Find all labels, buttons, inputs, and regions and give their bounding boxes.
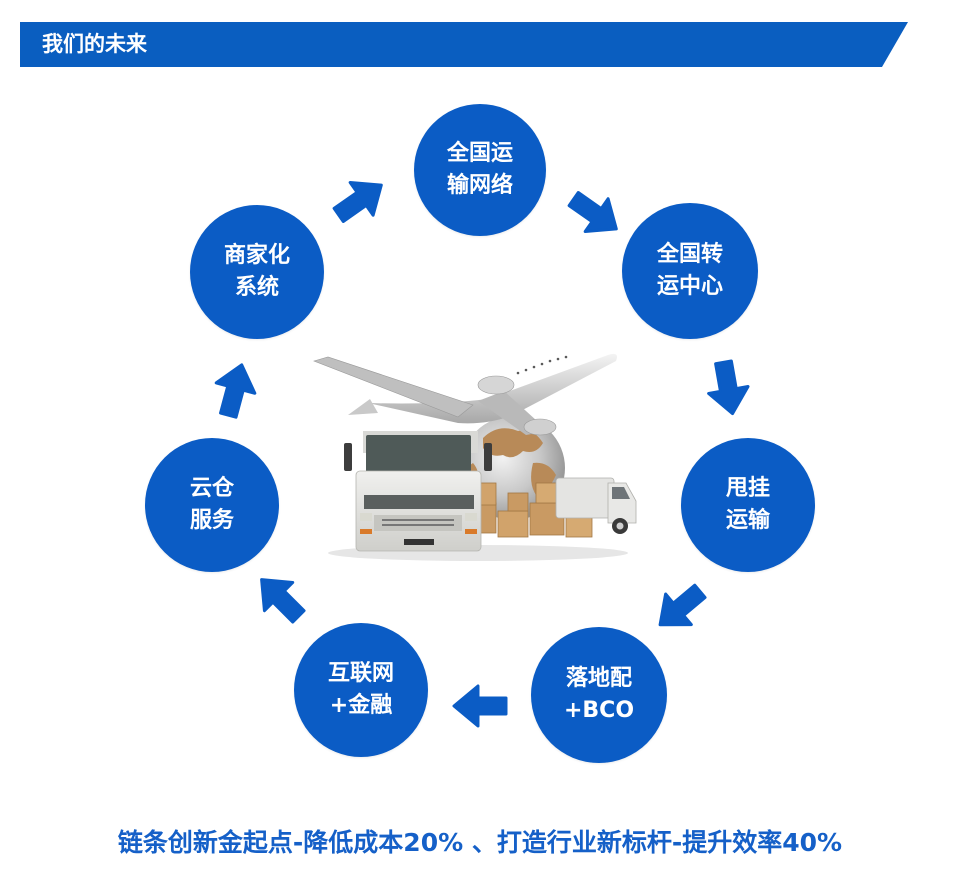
node-internet-finance: 互联网 +金融 — [294, 623, 428, 757]
node-label-line2: 系统 — [234, 275, 279, 300]
section-header-bar: 我们的未来 — [20, 22, 908, 67]
node-label-line2: 输网络 — [446, 173, 513, 198]
node-label-line2: +BCO — [563, 698, 635, 723]
arrow-up-left-icon — [242, 560, 318, 636]
arrow-up-right-icon — [322, 163, 399, 237]
node-last-mile-bco: 落地配 +BCO — [531, 627, 667, 763]
node-merchant-system: 商家化 系统 — [190, 205, 324, 339]
arrow-down-right-icon — [557, 177, 634, 251]
header-bar-shape — [20, 22, 908, 67]
page-title: 我们的未来 — [42, 32, 147, 56]
node-national-transfer-center: 全国转 运中心 — [622, 203, 758, 339]
node-label-line2: +金融 — [329, 693, 393, 718]
arrow-up-icon — [204, 355, 266, 425]
node-label-line1: 互联网 — [327, 661, 394, 686]
node-label-line1: 云仓 — [189, 476, 234, 501]
node-national-transport-network: 全国运 输网络 — [414, 104, 546, 236]
arrow-left-icon — [450, 682, 510, 730]
footer-slogan: 链条创新金起点-降低成本20% 、打造行业新标杆-提升效率40% — [117, 828, 843, 857]
node-label-line1: 甩挂 — [725, 476, 770, 501]
node-drop-and-pull-transport: 甩挂 运输 — [681, 438, 815, 572]
node-label-line2: 运中心 — [656, 274, 723, 299]
logistics-illustration-icon — [308, 343, 638, 565]
node-label-line1: 落地配 — [565, 666, 632, 691]
node-label-line2: 服务 — [189, 508, 234, 533]
arrow-down-left-icon — [642, 570, 719, 645]
node-label-line1: 全国运 — [446, 141, 513, 166]
arrow-down-icon — [699, 354, 757, 421]
node-label-line2: 运输 — [725, 508, 770, 533]
node-cloud-warehouse-service: 云仓 服务 — [145, 438, 279, 572]
node-label-line1: 全国转 — [656, 242, 723, 267]
node-label-line1: 商家化 — [223, 243, 290, 268]
